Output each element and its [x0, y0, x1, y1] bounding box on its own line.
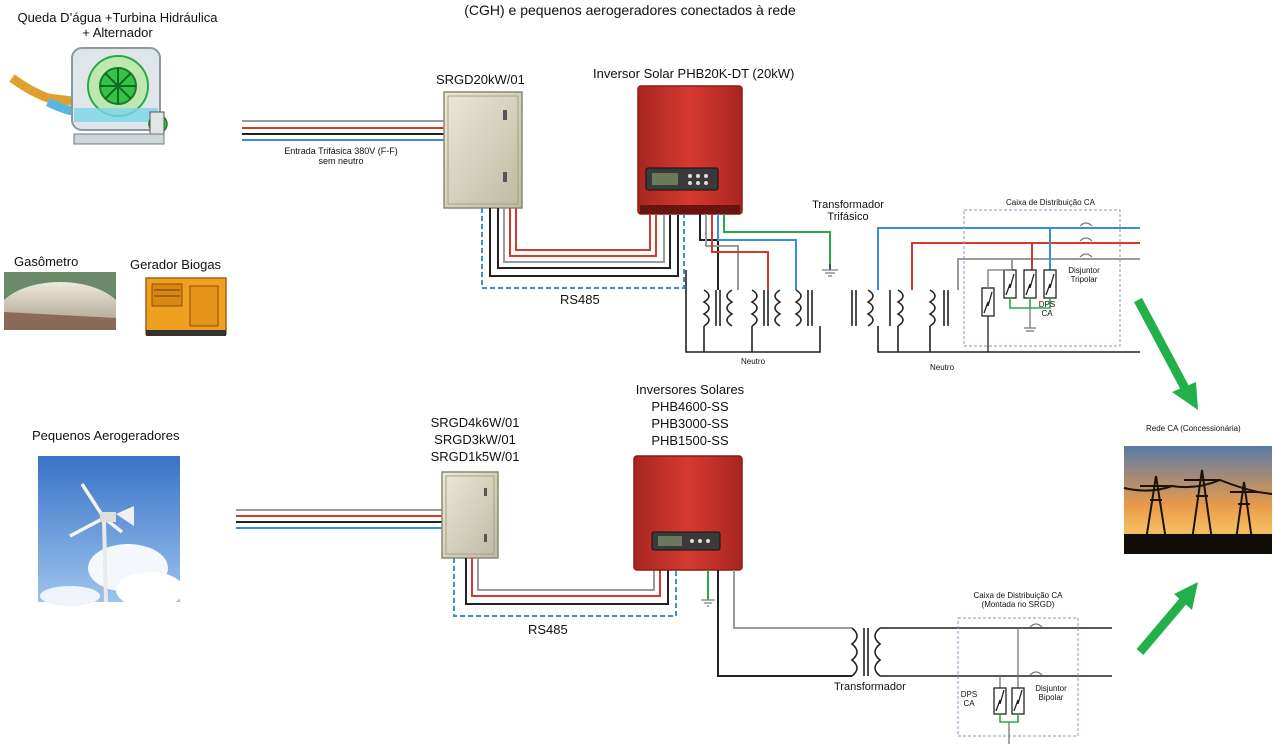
lower-inverter-model-2: PHB3000-SS [651, 416, 729, 431]
upper-neutral-right: Neutro [930, 363, 955, 372]
gasometer-image [4, 272, 116, 330]
upper-transformer-label: Transformador Trifásico [802, 199, 894, 223]
upper-input-wires [242, 120, 444, 141]
lower-breaker-bipolar [1029, 623, 1043, 676]
grid-image [1123, 446, 1273, 554]
srgd20kw-box [443, 91, 523, 209]
lower-dps-surge [993, 628, 1025, 744]
lower-transformer [850, 627, 1112, 677]
wind-label: Pequenos Aerogeradores [32, 428, 180, 443]
upper-ac-wires [699, 214, 831, 290]
hydro-label-line1: Queda D’água +Turbina Hidráulica [17, 10, 218, 25]
upper-grid-transformer [851, 289, 1140, 353]
page-title: (CGH) e pequenos aerogeradores conectado… [464, 2, 796, 18]
upper-input-note: Entrada Trifásica 380V (F-F) sem neutro [256, 146, 426, 166]
upper-ac-box-label: Caixa de Distribuição CA [1006, 198, 1095, 207]
biogas-generator-label: Gerador Biogas [130, 257, 222, 272]
upper-transformer-line1: Transformador [812, 199, 884, 211]
upper-breaker-line2: Tripolar [1070, 275, 1098, 284]
upper-breaker-line1: Disjuntor [1068, 266, 1100, 275]
upper-breaker-label: Disjuntor Tripolar [1062, 266, 1106, 284]
lower-inverters-title: Inversores Solares [635, 382, 745, 397]
lower-breaker-line2: Bipolar [1038, 693, 1064, 702]
lower-ac-box-line1: Caixa de Distribuição CA [973, 591, 1063, 600]
lower-inverter-model-3: PHB1500-SS [651, 433, 729, 448]
lower-inverters-label: Inversores Solares PHB4600-SS PHB3000-SS… [620, 381, 760, 449]
lower-srgd-box [441, 471, 499, 559]
wind-turbine-image [38, 456, 184, 608]
arrow-lower-to-grid [1136, 582, 1198, 655]
upper-dps-line2: CA [1041, 309, 1053, 318]
upper-rs485-label: RS485 [560, 292, 600, 307]
ground-symbol-upper [822, 269, 838, 277]
upper-srgd-label: SRGD20kW/01 [436, 72, 525, 87]
upper-dps-surge [981, 269, 1057, 352]
upper-ac-box [963, 209, 1121, 347]
upper-neutral-left: Neutro [741, 357, 766, 366]
upper-dc-wires [481, 208, 685, 289]
lower-inverter-model-1: PHB4600-SS [651, 399, 729, 414]
lower-srgd-model-1: SRGD4k6W/01 [430, 415, 520, 430]
lower-ac-box-line2: (Montada no SRGD) [981, 600, 1055, 609]
lower-srgd-models: SRGD4k6W/01 SRGD3kW/01 SRGD1k5W/01 [420, 414, 530, 465]
lower-srgd-model-3: SRGD1k5W/01 [430, 449, 520, 464]
lower-input-wires [236, 509, 442, 529]
hydro-label-line2: + Alternador [82, 25, 153, 40]
lower-breaker-label: Disjuntor Bipolar [1028, 684, 1074, 702]
lower-srgd-model-2: SRGD3kW/01 [434, 432, 516, 447]
ground-symbol-lower-inverter [701, 599, 715, 607]
lower-dc-wires [453, 558, 677, 617]
lower-dps-line2: CA [963, 699, 975, 708]
hydro-label: Queda D’água +Turbina Hidráulica + Alter… [0, 10, 235, 40]
upper-dps-line1: DPS [1038, 300, 1056, 309]
upper-transformer-line2: Trifásico [827, 211, 869, 223]
lower-breaker-line1: Disjuntor [1035, 684, 1067, 693]
upper-transformer [685, 264, 831, 353]
gasometer-label: Gasômetro [14, 254, 79, 269]
upper-inverter-label: Inversor Solar PHB20K-DT (20kW) [593, 66, 795, 81]
biogas-generator-image [145, 277, 227, 336]
upper-breaker-tripolar [1079, 222, 1093, 258]
hydro-turbine-image [9, 47, 168, 145]
upper-input-note-line2: sem neutro [318, 156, 364, 166]
lower-rs485-label: RS485 [528, 622, 568, 637]
upper-input-note-line1: Entrada Trifásica 380V (F-F) [284, 146, 398, 156]
lower-inverter [633, 455, 743, 571]
lower-ac-box-label: Caixa de Distribuição CA (Montada no SRG… [958, 591, 1078, 609]
lower-ac-box [957, 617, 1079, 737]
lower-transformer-label: Transformador [834, 681, 906, 693]
lower-ac-wires [707, 570, 852, 677]
upper-inverter [637, 85, 743, 215]
upper-grid-wires [877, 227, 1140, 290]
upper-dps-label: DPS CA [1032, 300, 1062, 318]
grid-label: Rede CA (Concessionária) [1146, 424, 1241, 433]
lower-dps-label: DPS CA [954, 690, 984, 708]
lower-dps-line1: DPS [960, 690, 978, 699]
arrow-upper-to-grid [1134, 297, 1198, 410]
